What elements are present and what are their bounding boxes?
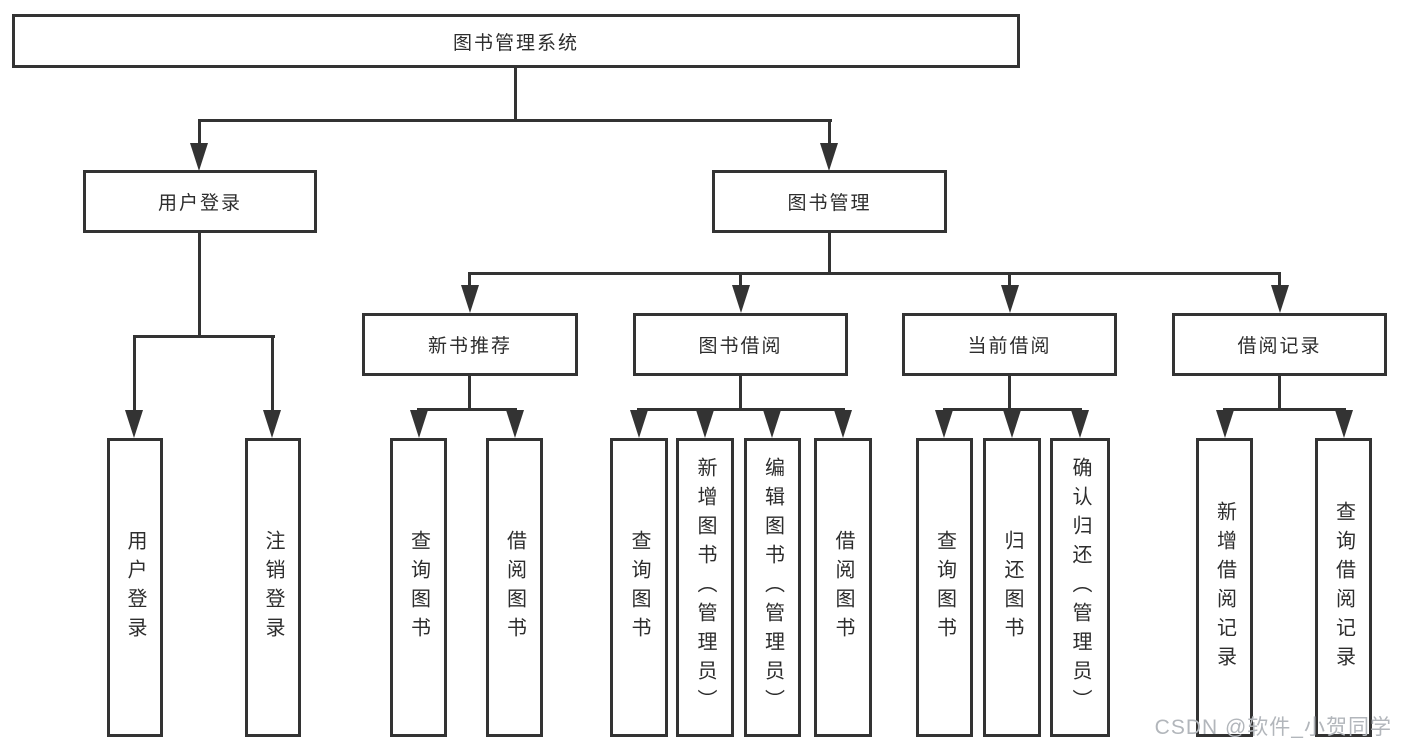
node-label: 查询图书: [407, 529, 430, 646]
connector-line: [943, 408, 1082, 411]
node-label: 归还图书: [1001, 529, 1023, 646]
connector-line: [468, 272, 1281, 275]
connector-line: [468, 376, 471, 410]
connector-line: [1278, 376, 1281, 410]
connector-line: [828, 120, 831, 145]
node-book-management: 图书管理: [712, 170, 947, 233]
node-label: 当前借阅: [967, 336, 1052, 357]
arrow-down-icon: [1216, 410, 1234, 438]
leaf-borrow-edit-book: 编辑图书（管理员）: [744, 438, 801, 737]
leaf-current-confirm-return: 确认归还（管理员）: [1050, 438, 1110, 737]
connector-line: [133, 336, 136, 412]
connector-line: [417, 408, 517, 411]
node-label: 借阅图书: [503, 529, 526, 646]
node-user-login: 用户登录: [83, 170, 317, 233]
leaf-newbook-query: 查询图书: [390, 438, 447, 737]
leaf-borrow-borrow-book: 借阅图书: [814, 438, 872, 737]
node-label: 用户登录: [157, 193, 242, 214]
leaf-logout: 注销登录: [245, 438, 301, 737]
connector-line: [514, 66, 517, 122]
node-book-borrow: 图书借阅: [633, 313, 848, 376]
node-root: 图书管理系统: [12, 14, 1020, 68]
arrow-down-icon: [190, 143, 208, 171]
connector-line: [198, 233, 201, 337]
node-label: 借阅图书: [832, 529, 854, 646]
connector-line: [1008, 273, 1011, 286]
leaf-records-query: 查询借阅记录: [1315, 438, 1372, 737]
connector-line: [1223, 408, 1346, 411]
node-label: 确认归还（管理员）: [1069, 457, 1091, 718]
leaf-current-return: 归还图书: [983, 438, 1041, 737]
node-label: 查询图书: [628, 529, 650, 646]
arrow-down-icon: [1335, 410, 1353, 438]
node-label: 借阅记录: [1237, 336, 1322, 357]
arrow-down-icon: [834, 410, 852, 438]
connector-line: [133, 335, 275, 338]
node-label: 查询图书: [933, 529, 956, 646]
arrow-down-icon: [1071, 410, 1089, 438]
connector-line: [198, 120, 201, 145]
node-label: 新增借阅记录: [1213, 500, 1236, 675]
leaf-records-add: 新增借阅记录: [1196, 438, 1253, 737]
node-label: 编辑图书（管理员）: [761, 457, 784, 718]
arrow-down-icon: [1003, 410, 1021, 438]
arrow-down-icon: [696, 410, 714, 438]
connector-line: [468, 273, 471, 286]
arrow-down-icon: [410, 410, 428, 438]
connector-line: [271, 336, 274, 412]
arrow-down-icon: [461, 285, 479, 313]
leaf-user-login: 用户登录: [107, 438, 163, 737]
connector-line: [739, 376, 742, 410]
watermark: CSDN @软件_小贺同学: [1154, 716, 1392, 739]
connector-line: [637, 408, 845, 411]
leaf-borrow-query: 查询图书: [610, 438, 668, 737]
node-new-book-recommend: 新书推荐: [362, 313, 578, 376]
node-borrow-records: 借阅记录: [1172, 313, 1387, 376]
connector-line: [1278, 273, 1281, 286]
node-label: 图书管理系统: [452, 32, 579, 54]
arrow-down-icon: [820, 143, 838, 171]
node-label: 图书管理: [787, 193, 872, 214]
connector-line: [828, 233, 831, 274]
node-label: 用户登录: [124, 529, 146, 646]
leaf-borrow-add-book: 新增图书（管理员）: [676, 438, 734, 737]
arrow-down-icon: [506, 410, 524, 438]
arrow-down-icon: [1271, 285, 1289, 313]
connector-line: [198, 119, 832, 122]
node-label: 图书借阅: [698, 336, 783, 357]
arrow-down-icon: [263, 410, 281, 438]
arrow-down-icon: [732, 285, 750, 313]
node-label: 注销登录: [262, 529, 284, 646]
arrow-down-icon: [1001, 285, 1019, 313]
arrow-down-icon: [935, 410, 953, 438]
node-current-borrow: 当前借阅: [902, 313, 1117, 376]
leaf-current-query: 查询图书: [916, 438, 973, 737]
node-label: 查询借阅记录: [1332, 500, 1355, 675]
arrow-down-icon: [630, 410, 648, 438]
arrow-down-icon: [763, 410, 781, 438]
leaf-newbook-borrow: 借阅图书: [486, 438, 543, 737]
node-label: 新书推荐: [427, 336, 512, 357]
arrow-down-icon: [125, 410, 143, 438]
connector-line: [1008, 376, 1011, 410]
node-label: 新增图书（管理员）: [694, 457, 716, 718]
connector-line: [739, 273, 742, 286]
